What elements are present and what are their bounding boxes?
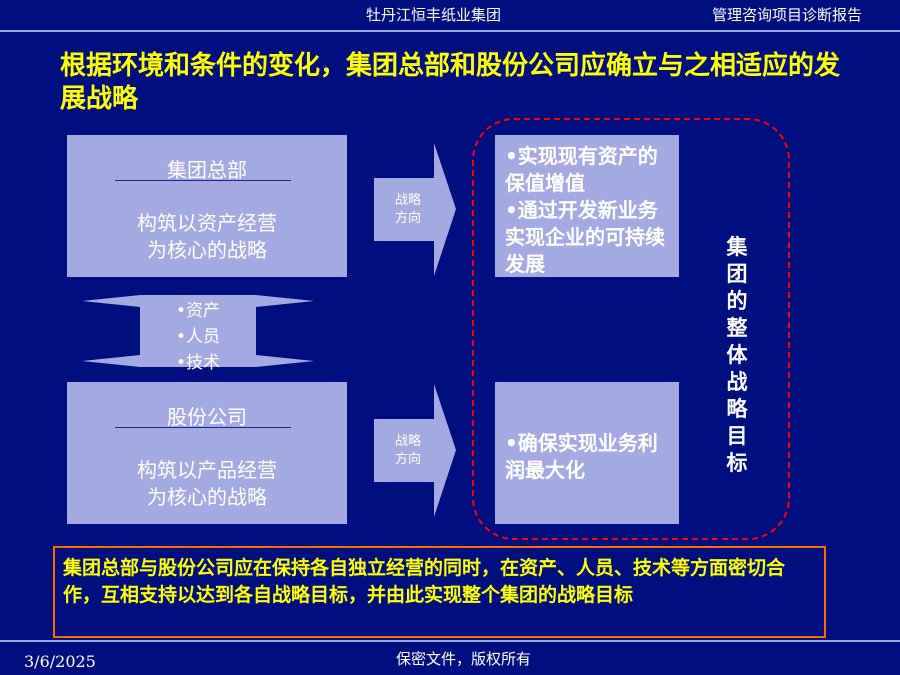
hq-body-line2: 为核心的战略 [147,238,267,262]
overall-goal-frame [472,118,790,540]
resource-item-technology: •技术 [176,353,221,373]
hq-body: 构筑以资产经营 为核心的战略 [67,210,347,264]
slide-title: 根据环境和条件的变化，集团总部和股份公司应确立与之相适应的发展战略 [60,51,841,114]
goal-item-sustainable-growth: •通过开发新业务实现企业的可持续发展 [505,198,665,276]
hq-heading: 集团总部 [167,158,247,182]
company-body: 构筑以产品经营 为核心的战略 [67,457,347,511]
company-heading: 股份公司 [167,405,247,429]
header-report-title: 管理咨询项目诊断报告 [712,6,863,24]
strategy-arrow-top [374,143,456,276]
strategy-arrow-top-label: 战略 方向 [378,192,438,228]
arrow-top-line2: 方向 [394,211,421,226]
strategy-arrow-bottom-label: 战略 方向 [378,433,438,469]
hq-body-line1: 构筑以资产经营 [137,211,277,235]
footer-divider [0,640,900,642]
hq-box: 集团总部 构筑以资产经营 为核心的战略 [67,135,347,277]
double-arrow-shape [82,295,314,367]
company-box: 股份公司 构筑以产品经营 为核心的战略 [67,382,347,524]
shared-resources-list: •资产 •人员 •技术 [176,298,220,376]
company-underline [115,427,291,428]
header-company: 牡丹江恒丰纸业集团 [366,6,502,24]
goal-item-asset-value: •实现现有资产的保值增值 [505,144,658,195]
footer-date: 3/6/2025 [24,652,96,671]
company-body-line1: 构筑以产品经营 [137,458,277,482]
goal-box-top: •实现现有资产的保值增值 •通过开发新业务实现企业的可持续发展 [495,135,679,277]
goal-item-max-profit: •确保实现业务利润最大化 [505,431,658,482]
arrow-top-line1: 战略 [394,193,421,208]
strategy-arrow-bottom [374,384,456,517]
hq-underline [115,180,291,181]
arrow-bottom-line2: 方向 [394,452,421,467]
goal-box-bottom: •确保实现业务利润最大化 [495,382,679,524]
resource-item-people: •人员 [176,327,221,347]
conclusion-box: 集团总部与股份公司应在保持各自独立经营的同时，在资产、人员、技术等方面密切合作，… [53,546,826,638]
resource-item-assets: •资产 [176,301,221,321]
header-divider [0,30,900,32]
company-body-line2: 为核心的战略 [147,485,267,509]
arrow-bottom-line1: 战略 [394,434,421,449]
overall-goal-label: 集团的整体战略目标 [726,235,748,475]
footer-confidential: 保密文件，版权所有 [396,650,532,668]
